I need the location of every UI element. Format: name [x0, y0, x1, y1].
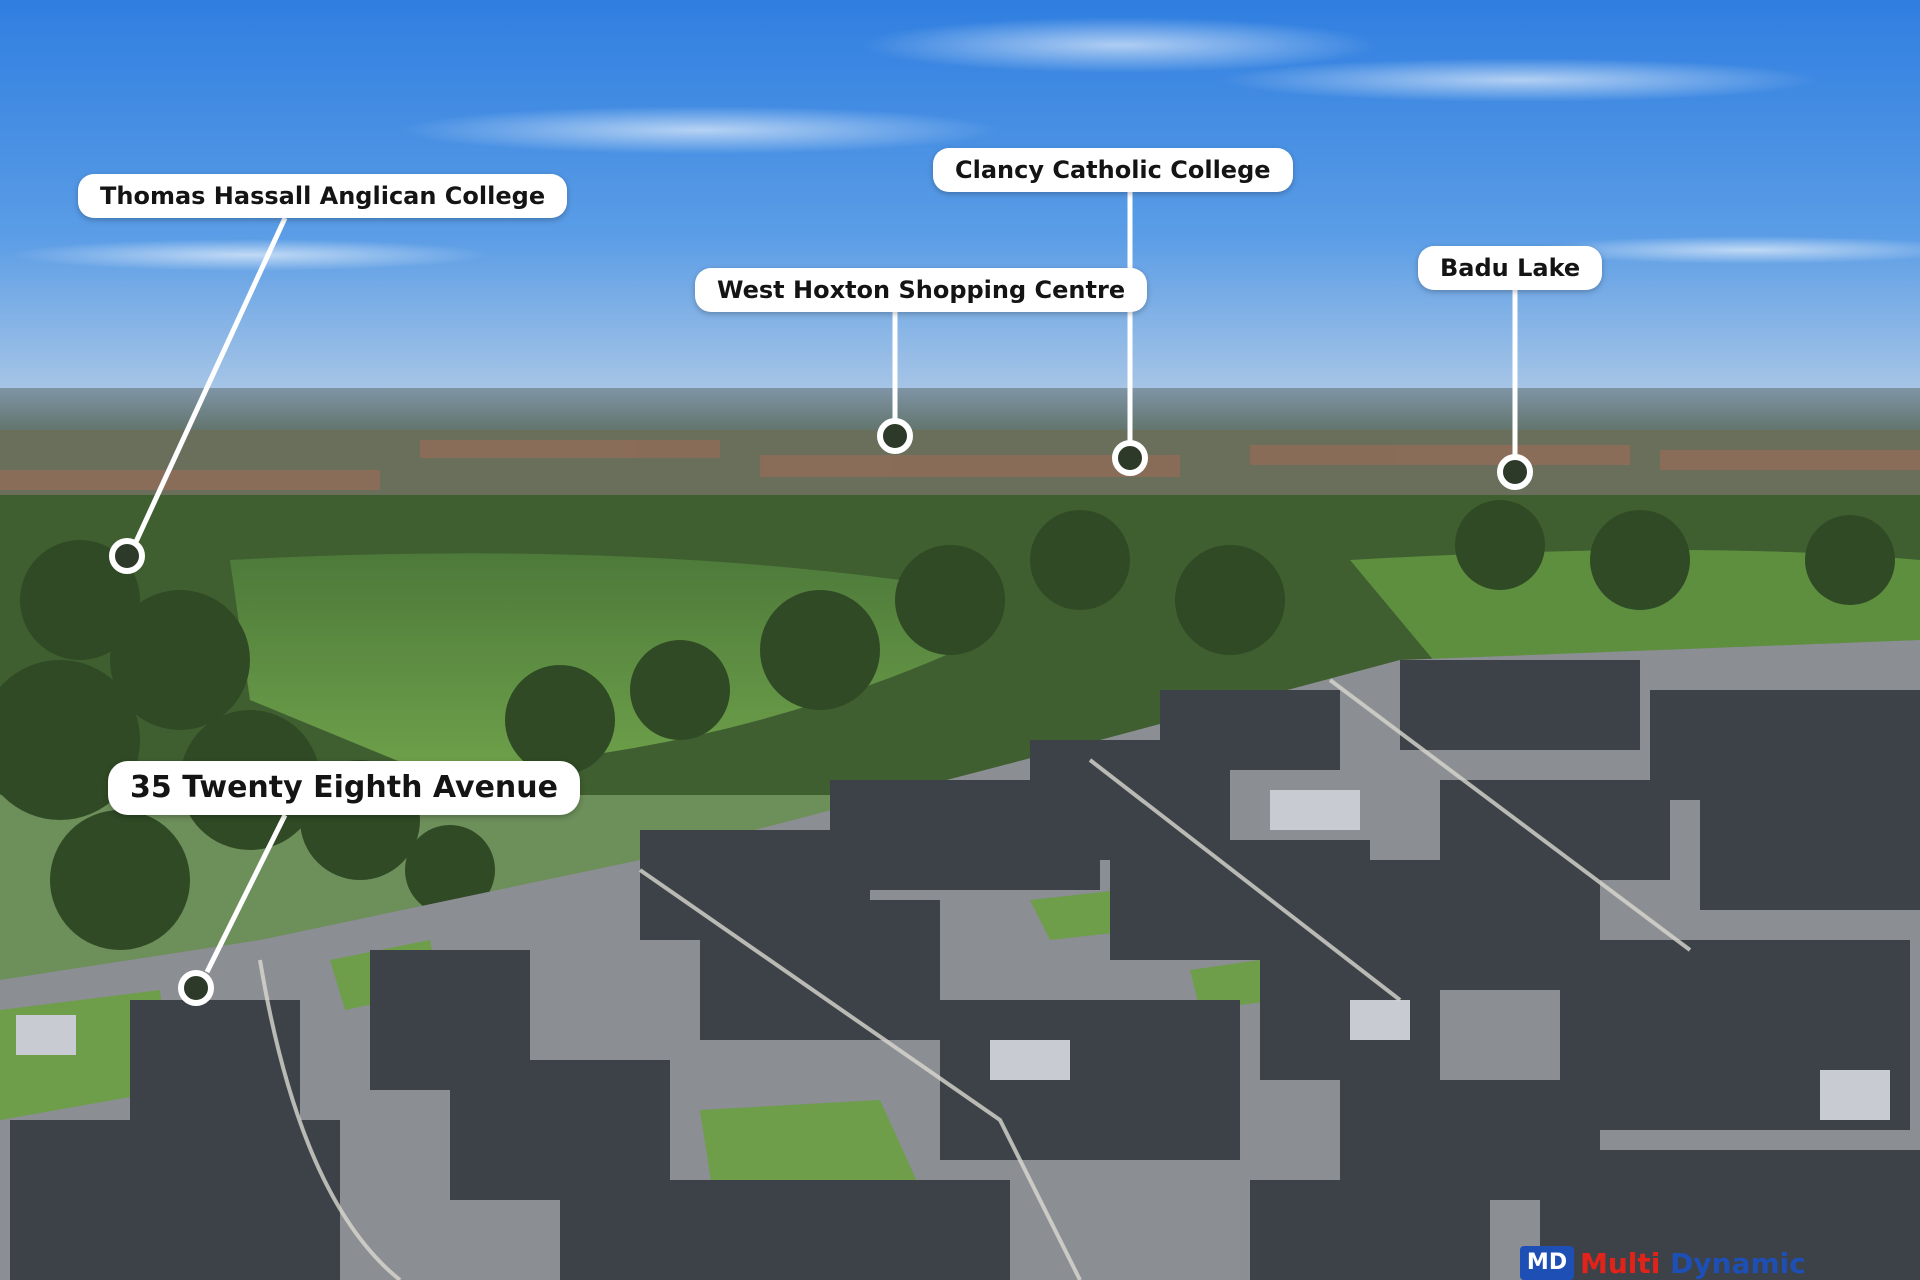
callout-clancy-catholic: Clancy Catholic College	[933, 148, 1293, 192]
marker-west-hoxton	[877, 418, 913, 454]
watermark-mark: MD	[1520, 1246, 1574, 1280]
watermark-wordmark: Multi Dynamic	[1580, 1246, 1806, 1280]
marker-property	[178, 970, 214, 1006]
callout-thomas-hassall: Thomas Hassall Anglican College	[78, 174, 568, 218]
marker-thomas-hassall	[109, 538, 145, 574]
callout-badu-lake: Badu Lake	[1418, 246, 1603, 290]
callout-property-address: 35 Twenty Eighth Avenue	[108, 761, 580, 815]
watermark-logo: MD Multi Dynamic	[1520, 1246, 1806, 1280]
callout-west-hoxton: West Hoxton Shopping Centre	[695, 268, 1148, 312]
horizon	[0, 388, 1920, 438]
marker-badu-lake	[1497, 454, 1533, 490]
marker-clancy-catholic	[1112, 440, 1148, 476]
pointer-thomas-hassall	[132, 216, 288, 546]
pointer-property	[204, 813, 288, 974]
